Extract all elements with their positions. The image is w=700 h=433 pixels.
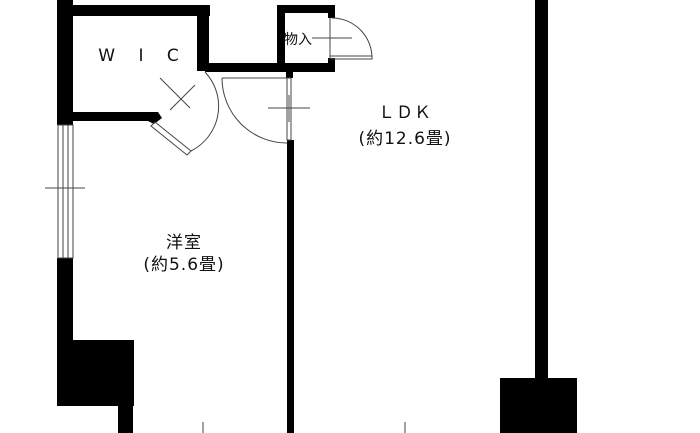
ldk-door-swing xyxy=(221,77,288,144)
wic-door-swing xyxy=(190,71,220,152)
pillar-right xyxy=(500,378,577,433)
storage-left-wall xyxy=(277,5,285,69)
ldk-door-leaf xyxy=(286,77,292,141)
storage-door-leaf xyxy=(329,55,373,60)
window xyxy=(57,124,74,259)
walls xyxy=(57,0,577,433)
room-area-ldk: (約12.6畳) xyxy=(358,129,452,149)
left-wall-bottom xyxy=(118,400,133,433)
storage-right-wall xyxy=(328,5,335,18)
room-label-wic: W I C xyxy=(98,46,188,66)
wic-bottom-wall xyxy=(73,112,155,121)
room-label-storage: 物入 xyxy=(284,32,312,48)
partition-stub xyxy=(286,70,293,78)
right-wall xyxy=(535,0,548,383)
left-outer-wall-upper xyxy=(57,0,73,125)
wic-door-leaf xyxy=(150,121,192,156)
fixtures xyxy=(45,17,406,433)
storage-door-swing xyxy=(331,17,373,59)
wic-right-wall xyxy=(197,5,209,71)
pillar-left xyxy=(57,340,134,406)
corridor-wall xyxy=(205,63,335,72)
room-label-western: 洋室 xyxy=(166,233,202,253)
partition-wall xyxy=(287,140,294,433)
storage-right-wall-low xyxy=(328,58,335,70)
storage-top-wall xyxy=(277,5,335,13)
room-area-western: (約5.6畳) xyxy=(143,255,225,275)
wic-top-wall xyxy=(57,5,210,16)
room-label-ldk: ＬＤＫ xyxy=(378,103,432,123)
wic-door-jamb xyxy=(148,112,162,124)
